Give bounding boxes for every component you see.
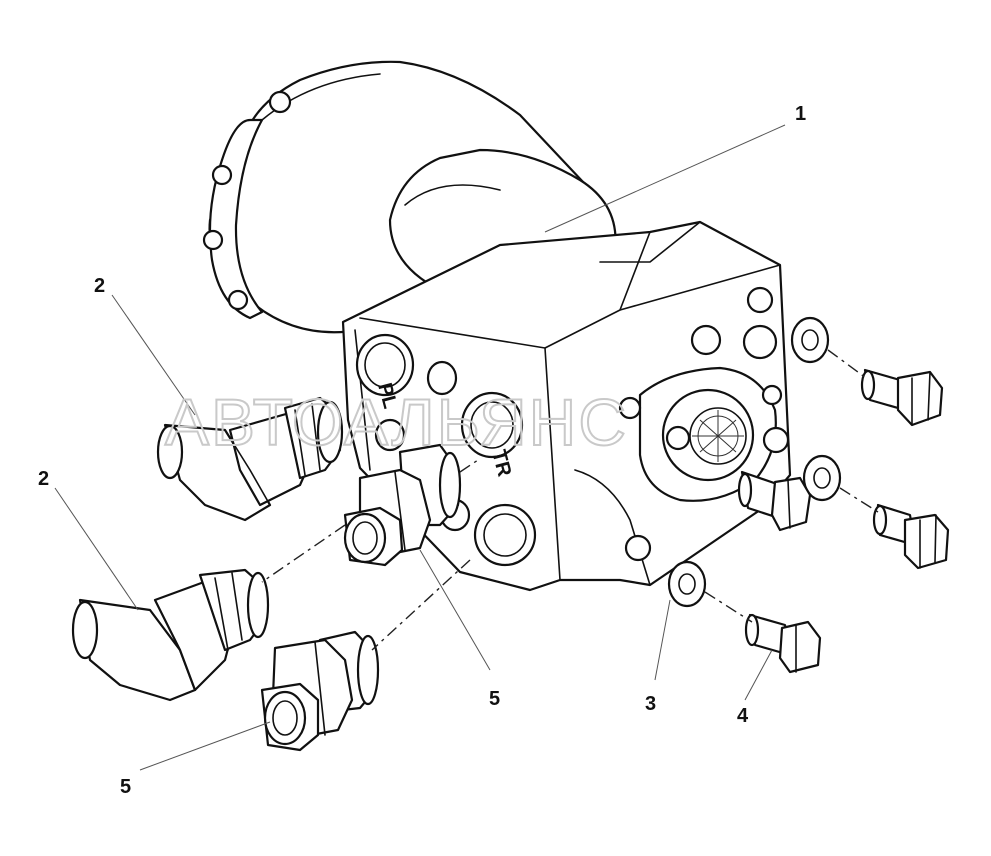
elbow-fitting-upper xyxy=(156,396,344,522)
callout-5-center: 5 xyxy=(489,688,500,710)
leader-lines xyxy=(54,124,786,771)
adapter-fitting-lower xyxy=(260,630,380,752)
callout-5-lower: 5 xyxy=(120,776,131,798)
elbow-fitting-lower xyxy=(71,568,270,702)
callout-4: 4 xyxy=(737,705,749,727)
callout-2-upper: 2 xyxy=(94,275,105,297)
callout-3: 3 xyxy=(645,693,656,715)
bolts xyxy=(737,368,950,674)
adapter-fitting-center xyxy=(343,443,462,567)
washers xyxy=(667,316,842,608)
callout-2-lower: 2 xyxy=(38,468,49,490)
watermark: АВТОАЛЬЯНС xyxy=(165,385,628,459)
callout-1: 1 xyxy=(795,103,806,125)
assembly-center-lines xyxy=(261,349,879,651)
steering-unit xyxy=(202,60,792,592)
